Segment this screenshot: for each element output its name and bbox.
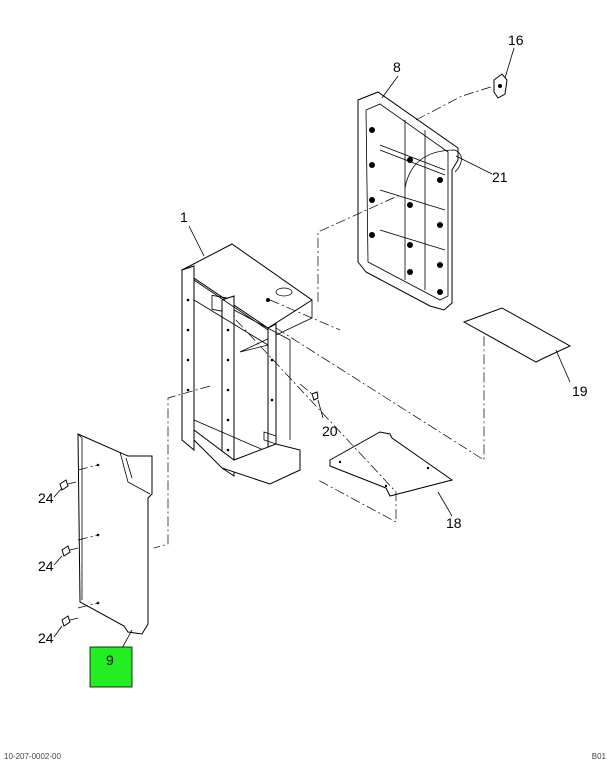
screw-1: [59, 479, 77, 491]
part-9-side-panel[interactable]: [77, 433, 153, 635]
callout-20: 20: [322, 423, 338, 439]
callout-21: 21: [492, 169, 508, 185]
part-16-clip[interactable]: [493, 73, 508, 99]
footer-right-code: B01: [591, 752, 606, 761]
callout-9: 9: [106, 652, 114, 668]
part-1-frame[interactable]: [181, 243, 313, 485]
footer-left-code: 10-207-0002-00: [4, 752, 61, 761]
callout-16: 16: [508, 32, 524, 48]
part-24-screws[interactable]: [59, 479, 79, 627]
callout-24-middle: 24: [38, 558, 54, 574]
callout-1: 1: [180, 209, 188, 225]
assembly-lines: [77, 85, 495, 609]
callout-18: 18: [446, 515, 462, 531]
frame-holes: [186, 298, 274, 452]
callout-24-top: 24: [38, 490, 54, 506]
part-8-back-panel[interactable]: [357, 91, 459, 311]
part-20-clip[interactable]: [311, 391, 319, 401]
callout-19: 19: [572, 383, 588, 399]
panel-fasteners: [369, 127, 443, 295]
screw-2: [61, 545, 79, 557]
callout-24-bottom: 24: [38, 630, 54, 646]
screw-3: [61, 615, 79, 627]
highlight-box-9: [89, 646, 133, 688]
part-19-pad[interactable]: [462, 307, 572, 363]
leader-lines: [53, 47, 571, 653]
part-21-cable[interactable]: [404, 149, 462, 189]
callout-8: 8: [393, 59, 401, 75]
part-18-mat[interactable]: [329, 431, 454, 497]
